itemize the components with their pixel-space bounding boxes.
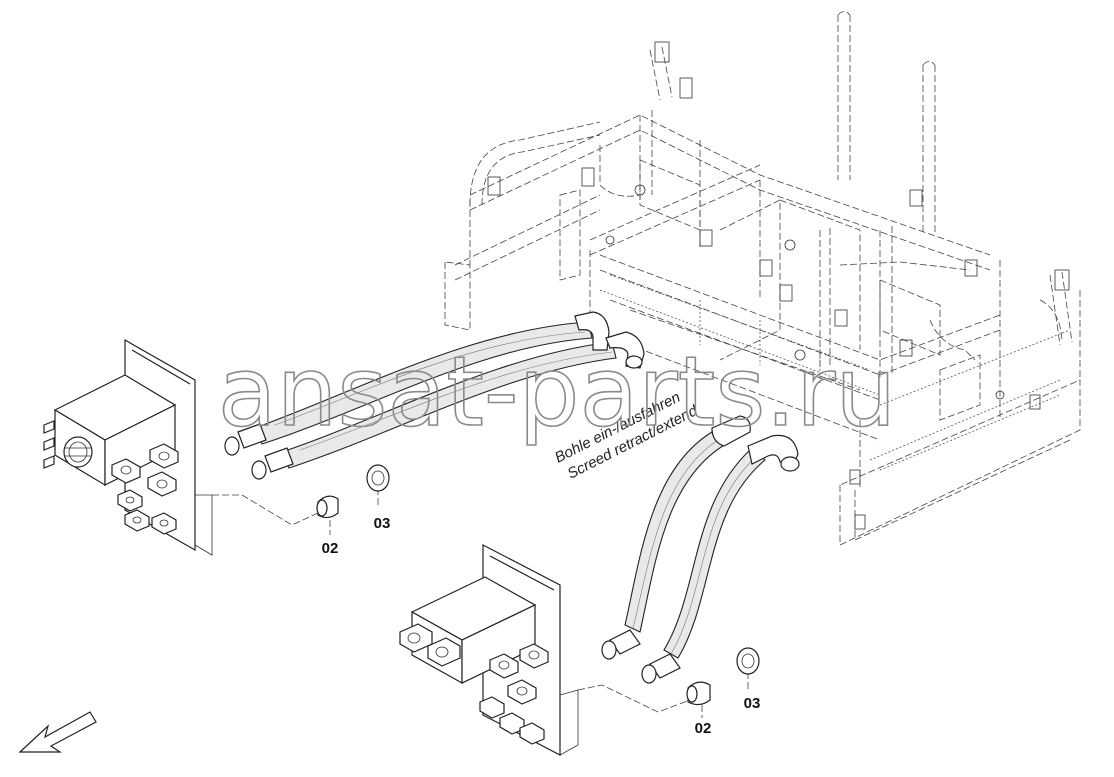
leader-lines-lower	[577, 672, 749, 718]
hydraulic-hoses-lower	[601, 415, 800, 684]
control-valve-block-lower	[399, 544, 579, 756]
control-valve-block-upper	[43, 338, 213, 556]
watermark-text: ansat-parts.ru	[218, 336, 897, 448]
valve-fittings-lower	[479, 643, 549, 745]
callout-03-lower: 03	[744, 695, 761, 712]
callout-02-upper: 02	[322, 540, 339, 557]
plug-02-upper	[316, 495, 339, 519]
plug-02-lower	[686, 681, 711, 706]
leader-lines-upper	[212, 488, 379, 535]
callout-03-upper: 03	[374, 515, 391, 532]
seal-ring-03-lower	[736, 647, 760, 675]
screed-frame	[444, 11, 1081, 546]
hydraulic-hoses-upper	[224, 311, 645, 480]
valve-fittings-upper	[111, 443, 179, 535]
callout-02-lower: 02	[695, 720, 712, 737]
arrow-down-left-icon	[18, 711, 97, 753]
seal-ring-03-upper	[366, 464, 390, 492]
